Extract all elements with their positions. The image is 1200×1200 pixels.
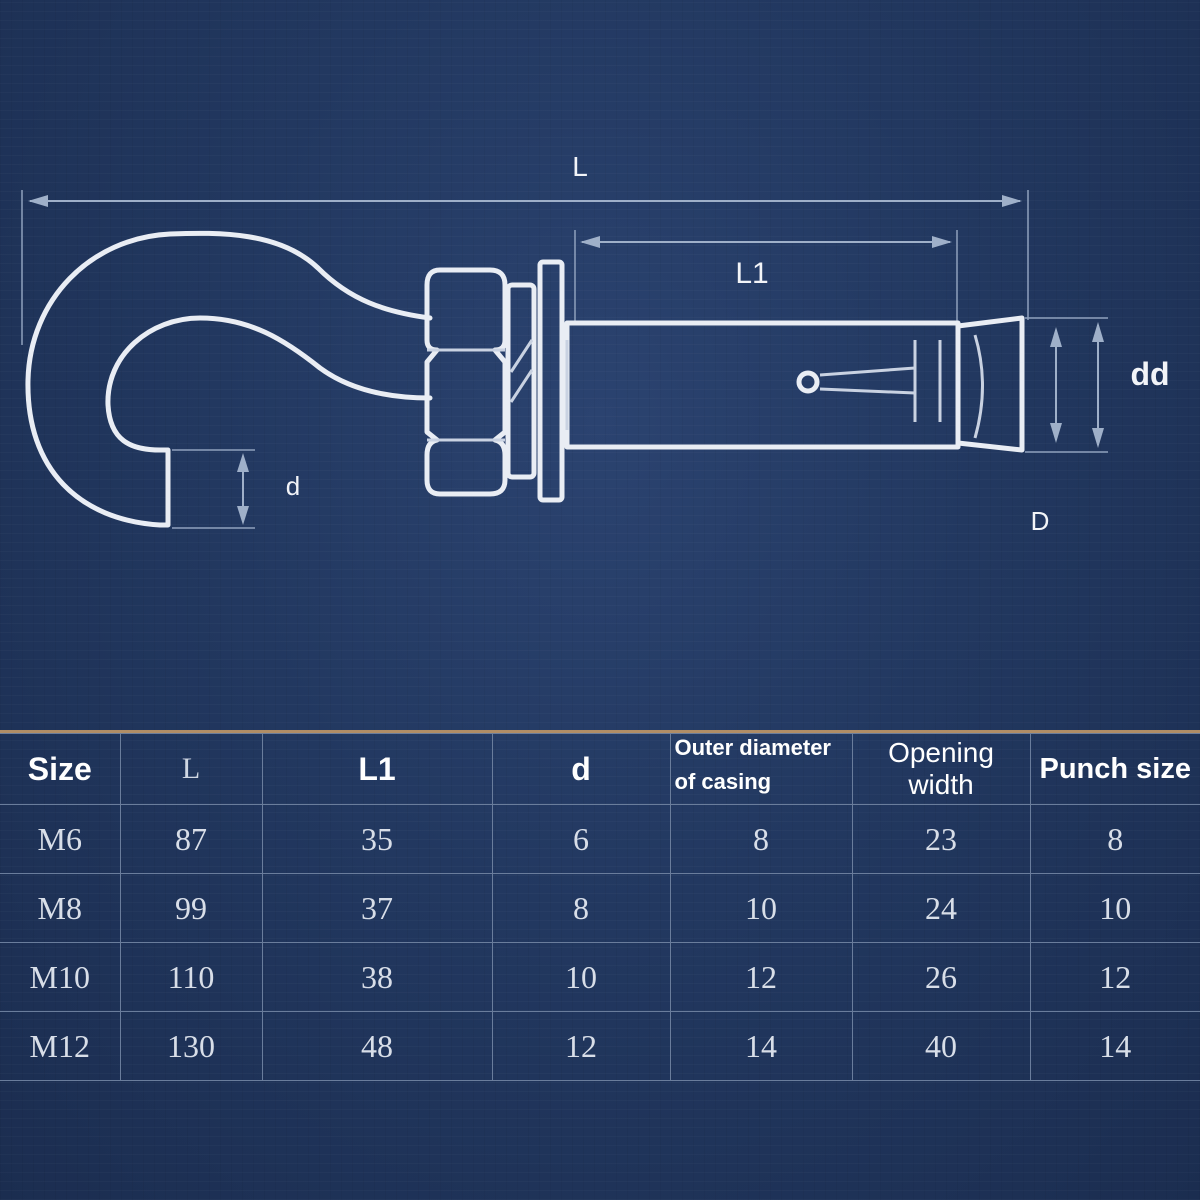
cell-d: 12 — [491, 1011, 671, 1081]
casing-sleeve — [564, 320, 961, 450]
cell-l1: 37 — [261, 873, 493, 943]
cell-d: 10 — [491, 942, 671, 1012]
cell-size: M8 — [0, 873, 121, 943]
cell-l: 130 — [119, 1011, 263, 1081]
cell-l: 99 — [119, 873, 263, 943]
cell-outer-diameter: 12 — [669, 942, 853, 1012]
table-row: M8 99 37 8 10 24 10 — [0, 873, 1200, 943]
cell-outer-diameter: 14 — [669, 1011, 853, 1081]
l-arrow-left — [28, 195, 48, 207]
size-table: Size L L1 d Outer diameter of casing Ope… — [0, 733, 1200, 1081]
header-opening-width: Opening width — [851, 733, 1031, 805]
label-l: L — [572, 151, 588, 182]
flat-washer — [537, 259, 565, 503]
d-arrow-top — [237, 453, 249, 472]
cell-size: M6 — [0, 804, 121, 874]
header-outer-diameter-line1: Outer diameter — [674, 735, 832, 760]
table-row: M12 130 48 12 14 40 14 — [0, 1011, 1200, 1081]
cell-punch-size: 12 — [1029, 942, 1200, 1012]
cone-nut — [955, 315, 1025, 453]
cell-l1: 35 — [261, 804, 493, 874]
cell-punch-size: 10 — [1029, 873, 1200, 943]
table-row: M10 110 38 10 12 26 12 — [0, 942, 1200, 1012]
cell-size: M12 — [0, 1011, 121, 1081]
casing-slot — [819, 366, 916, 395]
spring-washer — [505, 282, 537, 480]
cell-l1: 38 — [261, 942, 493, 1012]
l-arrow-right — [1002, 195, 1022, 207]
label-l1: L1 — [735, 257, 768, 290]
cell-outer-diameter: 10 — [669, 873, 853, 943]
label-dd: dd — [1130, 356, 1169, 392]
d-punch-arrow-bottom — [1050, 423, 1062, 443]
header-outer-diameter-line2: of casing — [674, 769, 772, 794]
hook-bolt-drawing: L L1 dd D d — [21, 151, 1170, 536]
l1-arrow-right — [932, 236, 952, 248]
header-outer-diameter: Outer diameter of casing — [669, 733, 853, 805]
cell-l1: 48 — [261, 1011, 493, 1081]
cell-outer-diameter: 8 — [669, 804, 853, 874]
cell-opening-width: 23 — [851, 804, 1031, 874]
l1-arrow-left — [580, 236, 600, 248]
header-l: L — [119, 733, 263, 805]
cell-opening-width: 26 — [851, 942, 1031, 1012]
hex-nut — [424, 267, 508, 497]
header-punch-size: Punch size — [1029, 733, 1200, 805]
label-big-d: D — [1031, 506, 1050, 536]
d-arrow-bottom — [237, 506, 249, 525]
cell-d: 8 — [491, 873, 671, 943]
spring-washer-split-2 — [509, 369, 534, 403]
cell-punch-size: 8 — [1029, 804, 1200, 874]
hook-outline — [25, 230, 433, 528]
table-header-row: Size L L1 d Outer diameter of casing Ope… — [0, 733, 1200, 805]
cell-l: 87 — [119, 804, 263, 874]
dd-arrow-top — [1092, 322, 1104, 342]
header-size: Size — [0, 733, 121, 805]
cone-nut-curve — [973, 334, 984, 439]
cell-size: M10 — [0, 942, 121, 1012]
table-row: M6 87 35 6 8 23 8 — [0, 804, 1200, 874]
cell-punch-size: 14 — [1029, 1011, 1200, 1081]
dd-arrow-bottom — [1092, 428, 1104, 448]
casing-hole — [796, 370, 820, 394]
d-punch-arrow-top — [1050, 327, 1062, 347]
spring-washer-split-1 — [509, 339, 534, 373]
cell-d: 6 — [491, 804, 671, 874]
cell-l: 110 — [119, 942, 263, 1012]
header-d: d — [491, 733, 671, 805]
cell-opening-width: 40 — [851, 1011, 1031, 1081]
cell-opening-width: 24 — [851, 873, 1031, 943]
header-l1: L1 — [261, 733, 493, 805]
label-small-d: d — [286, 471, 300, 501]
size-table-container: Size L L1 d Outer diameter of casing Ope… — [0, 730, 1200, 1081]
